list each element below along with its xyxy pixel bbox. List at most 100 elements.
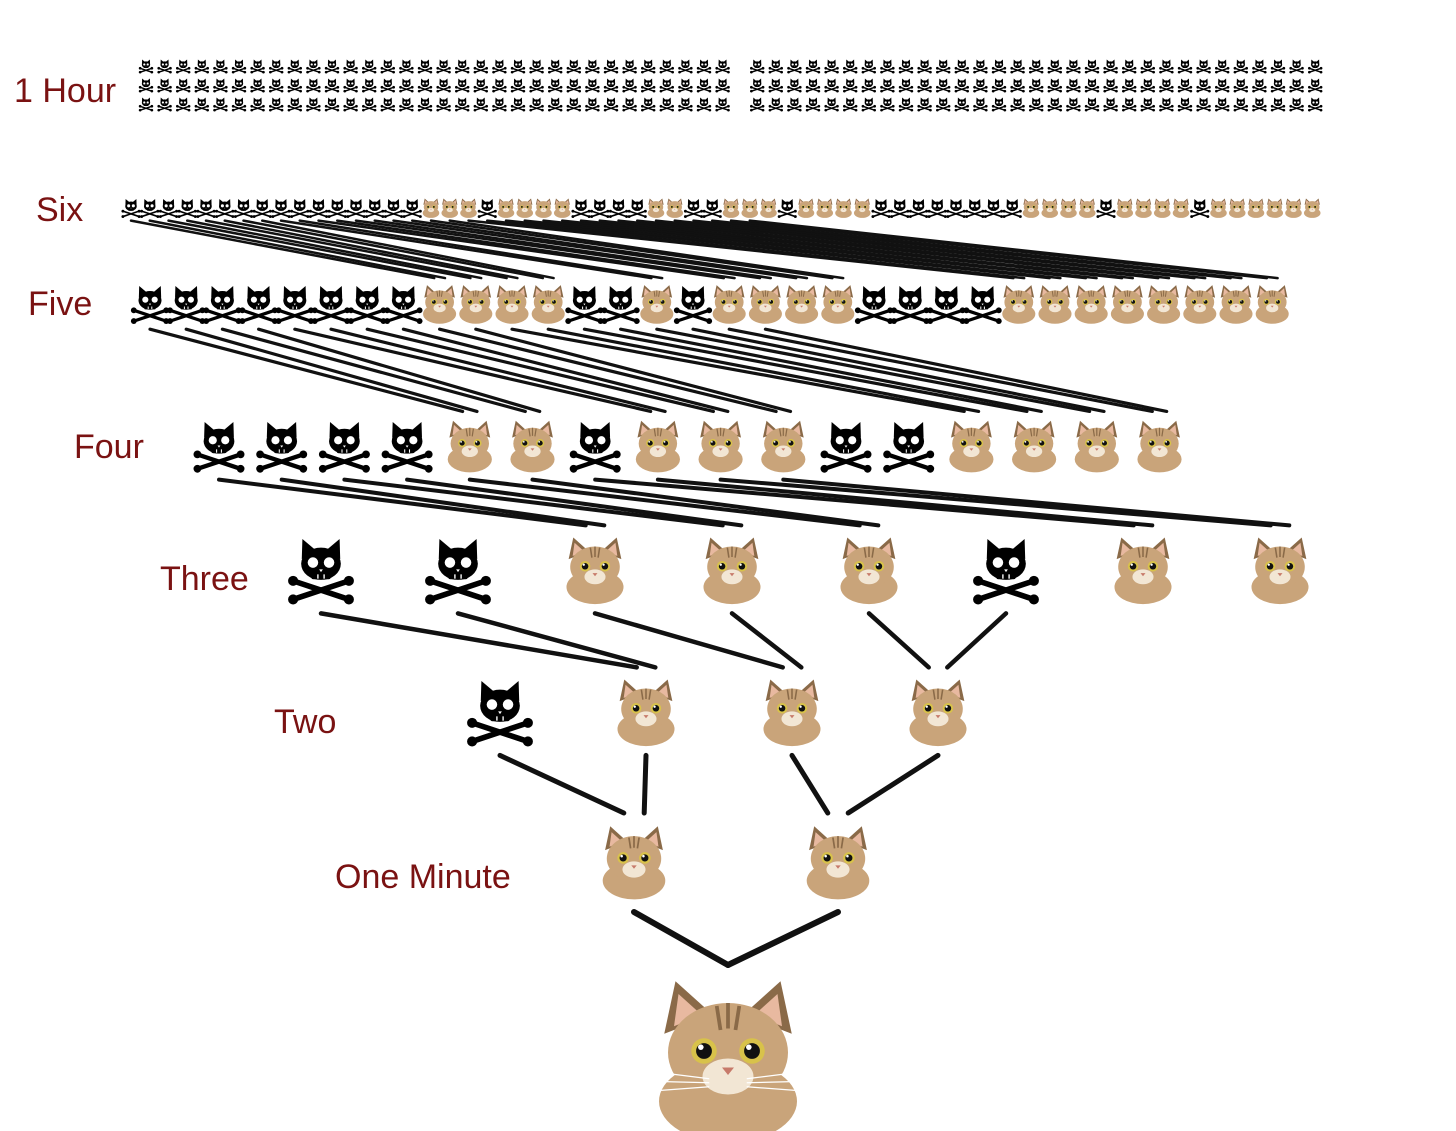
hour-skull (1010, 78, 1025, 93)
edge-line (279, 219, 653, 280)
hour-skull (362, 59, 377, 74)
edge-line (510, 327, 966, 414)
skull-five-1 (130, 286, 170, 325)
edge-line (748, 219, 1279, 280)
edge-line (242, 219, 545, 280)
hour-skull (380, 78, 395, 93)
hour-skull (213, 97, 228, 112)
edge-line (223, 219, 519, 280)
hour-skull (548, 59, 563, 74)
label-five: Five (28, 285, 93, 323)
skull-six-9 (271, 199, 291, 219)
hour-skull (1270, 78, 1286, 93)
hour-skull (436, 78, 451, 93)
skull-five-3 (203, 286, 242, 325)
edge-line (438, 327, 778, 414)
hour-skull (157, 78, 172, 93)
hour-skull (787, 97, 802, 112)
label-six: Six (36, 191, 84, 229)
hour-skull (715, 78, 730, 93)
hour-skull (861, 78, 876, 93)
cat-six-29 (647, 198, 665, 218)
cat-four-14 (1012, 420, 1057, 473)
hour-skull (455, 59, 470, 74)
skull-six-14 (365, 199, 385, 219)
hour-skull (898, 78, 914, 93)
cat-five-32 (1255, 285, 1289, 324)
edge-line (317, 219, 726, 280)
skull-six-48 (1002, 199, 1022, 219)
hour-skull (991, 97, 1007, 112)
skull-six-44 (927, 199, 947, 219)
edge-line (781, 477, 1292, 528)
hour-skull (269, 59, 284, 74)
hour-skull (1084, 97, 1100, 112)
hour-skull (991, 78, 1007, 93)
cat-four-15 (1074, 420, 1119, 473)
hour-skull (176, 59, 191, 74)
hour-skull (1066, 97, 1081, 112)
skull-five-24 (963, 286, 1002, 325)
hour-skull (585, 78, 600, 93)
hour-skull (1196, 59, 1211, 74)
edge-line (336, 219, 736, 280)
hour-skull (1084, 59, 1100, 74)
cat-six-56 (1153, 198, 1171, 218)
hour-skull (917, 59, 932, 74)
cat-six-18 (441, 198, 459, 218)
skull-five-22 (891, 286, 930, 325)
hour-skull (362, 97, 377, 112)
hour-skull (529, 78, 544, 93)
hour-skull (194, 78, 209, 93)
edge-line (692, 219, 1232, 280)
hour-skull (1270, 59, 1286, 74)
hour-skull (417, 59, 433, 74)
hour-skull (603, 78, 619, 93)
skull-six-25 (571, 199, 591, 219)
skull-six-12 (327, 199, 347, 219)
cat-six-50 (1041, 198, 1059, 218)
skull-six-53 (1096, 199, 1116, 219)
hour-skull (1233, 97, 1248, 112)
hour-skull (213, 59, 228, 74)
hour-skull (306, 78, 321, 93)
edge-line (329, 327, 667, 414)
skull-five-7 (348, 286, 387, 325)
cat-six-49 (1022, 198, 1040, 218)
skull-six-2 (140, 199, 160, 219)
cat-six-33 (722, 198, 740, 218)
cat-four-8 (635, 420, 680, 473)
edge-line (354, 219, 762, 280)
skull-six-16 (402, 199, 422, 219)
edge-line (691, 327, 1106, 414)
cat-five-15 (640, 285, 674, 324)
hour-skull (1233, 59, 1248, 74)
label-four: Four (74, 428, 144, 466)
hour-skull (213, 78, 228, 93)
hour-skull (696, 59, 712, 74)
edge-line (729, 219, 1269, 280)
cat-four-13 (949, 420, 994, 473)
cat-six-17 (422, 198, 440, 218)
hour-skull (510, 78, 526, 93)
edge-line (257, 327, 542, 414)
hour-skull (603, 97, 619, 112)
hour-skull (973, 97, 988, 112)
cat-six-21 (497, 198, 515, 218)
cat-six-61 (1247, 198, 1265, 218)
hour-skull (529, 97, 544, 112)
cat-six-38 (816, 198, 834, 218)
cat-one-1 (602, 826, 666, 900)
hour-skull (861, 59, 876, 74)
hour-skull (250, 59, 265, 74)
hour-skull (805, 78, 821, 93)
hour-skull (1252, 97, 1267, 112)
hour-skull (641, 59, 656, 74)
hour-skull (824, 97, 839, 112)
cat-six-30 (666, 198, 684, 218)
hour-skull (176, 78, 191, 93)
cat-five-19 (785, 285, 819, 324)
cat-three-8 (1251, 537, 1309, 605)
edge-line (220, 327, 527, 414)
